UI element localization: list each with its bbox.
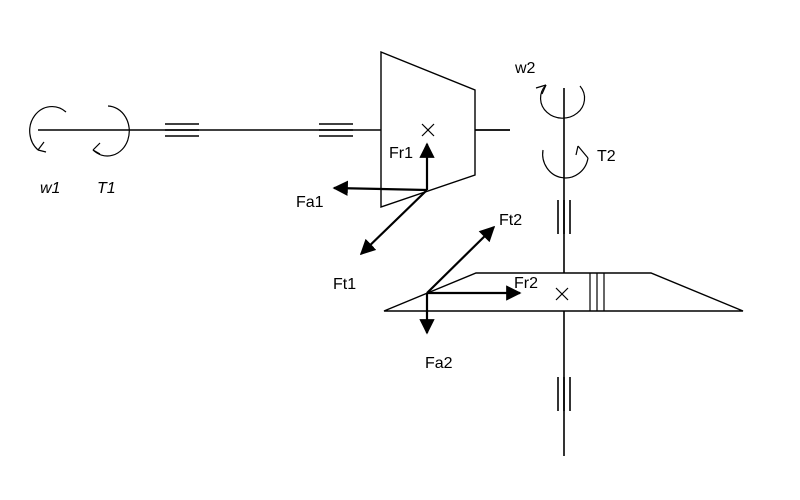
ft2-arrow: [426, 225, 496, 294]
ft1-arrow: [359, 189, 428, 256]
wheel-keyway: [589, 273, 605, 311]
output-bearing-upper: [557, 200, 571, 234]
fa2-label: Fa2: [425, 355, 453, 372]
output-bearing-lower: [557, 377, 571, 411]
fr2-label: Fr2: [514, 275, 538, 292]
pinion-contact-point-icon: [421, 123, 435, 137]
input-bearing-left: [165, 123, 199, 137]
fa1-arrow: [332, 180, 428, 196]
t1-torque-icon: [92, 105, 130, 157]
ft1-label: Ft1: [333, 276, 356, 293]
t1-label: T1: [97, 180, 116, 197]
wheel-contact-point-icon: [555, 287, 569, 301]
t2-label: T2: [597, 148, 616, 165]
fr1-label: Fr1: [389, 145, 413, 162]
w1-label: w1: [40, 180, 60, 197]
t2-torque-icon: [542, 145, 589, 179]
fa1-label: Fa1: [296, 194, 324, 211]
w1-rotation-icon: [29, 105, 67, 153]
input-bearing-right: [319, 123, 353, 137]
w2-label: w2: [514, 60, 536, 77]
ft2-label: Ft2: [499, 212, 522, 229]
w2-rotation-icon: [535, 84, 586, 119]
